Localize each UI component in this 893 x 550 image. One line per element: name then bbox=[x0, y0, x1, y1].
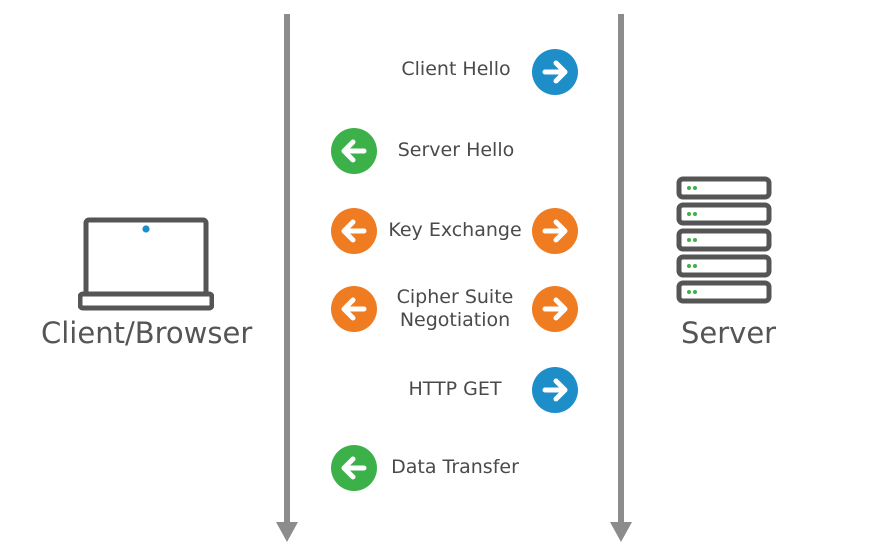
arrow-right-icon bbox=[532, 367, 578, 413]
server-icon bbox=[676, 176, 772, 308]
message-key-exchange-label: Key Exchange bbox=[388, 219, 522, 241]
message-cipher-suite-line1: Cipher Suite bbox=[396, 286, 514, 308]
message-cipher-suite-line2: Negotiation bbox=[399, 309, 511, 331]
arrow-left-icon bbox=[331, 128, 377, 174]
arrow-right-icon bbox=[532, 286, 578, 332]
laptop-icon bbox=[77, 216, 215, 312]
server-label: Server bbox=[681, 316, 777, 350]
message-cipher-suite-label: Cipher Suite Negotiation bbox=[388, 286, 522, 332]
client-timeline bbox=[284, 14, 290, 524]
arrow-left-icon bbox=[331, 208, 377, 254]
arrow-left-icon bbox=[331, 286, 377, 332]
arrow-right-icon bbox=[532, 208, 578, 254]
server-timeline-arrowhead bbox=[610, 522, 632, 542]
message-server-hello-label: Server Hello bbox=[397, 139, 515, 161]
arrow-left-icon bbox=[331, 445, 377, 491]
arrow-right-icon bbox=[532, 49, 578, 95]
message-http-get-label: HTTP GET bbox=[408, 378, 502, 400]
client-label: Client/Browser bbox=[41, 316, 253, 350]
server-timeline bbox=[618, 14, 624, 524]
message-client-hello-label: Client Hello bbox=[401, 58, 511, 80]
client-timeline-arrowhead bbox=[276, 522, 298, 542]
message-data-transfer-label: Data Transfer bbox=[391, 456, 519, 478]
